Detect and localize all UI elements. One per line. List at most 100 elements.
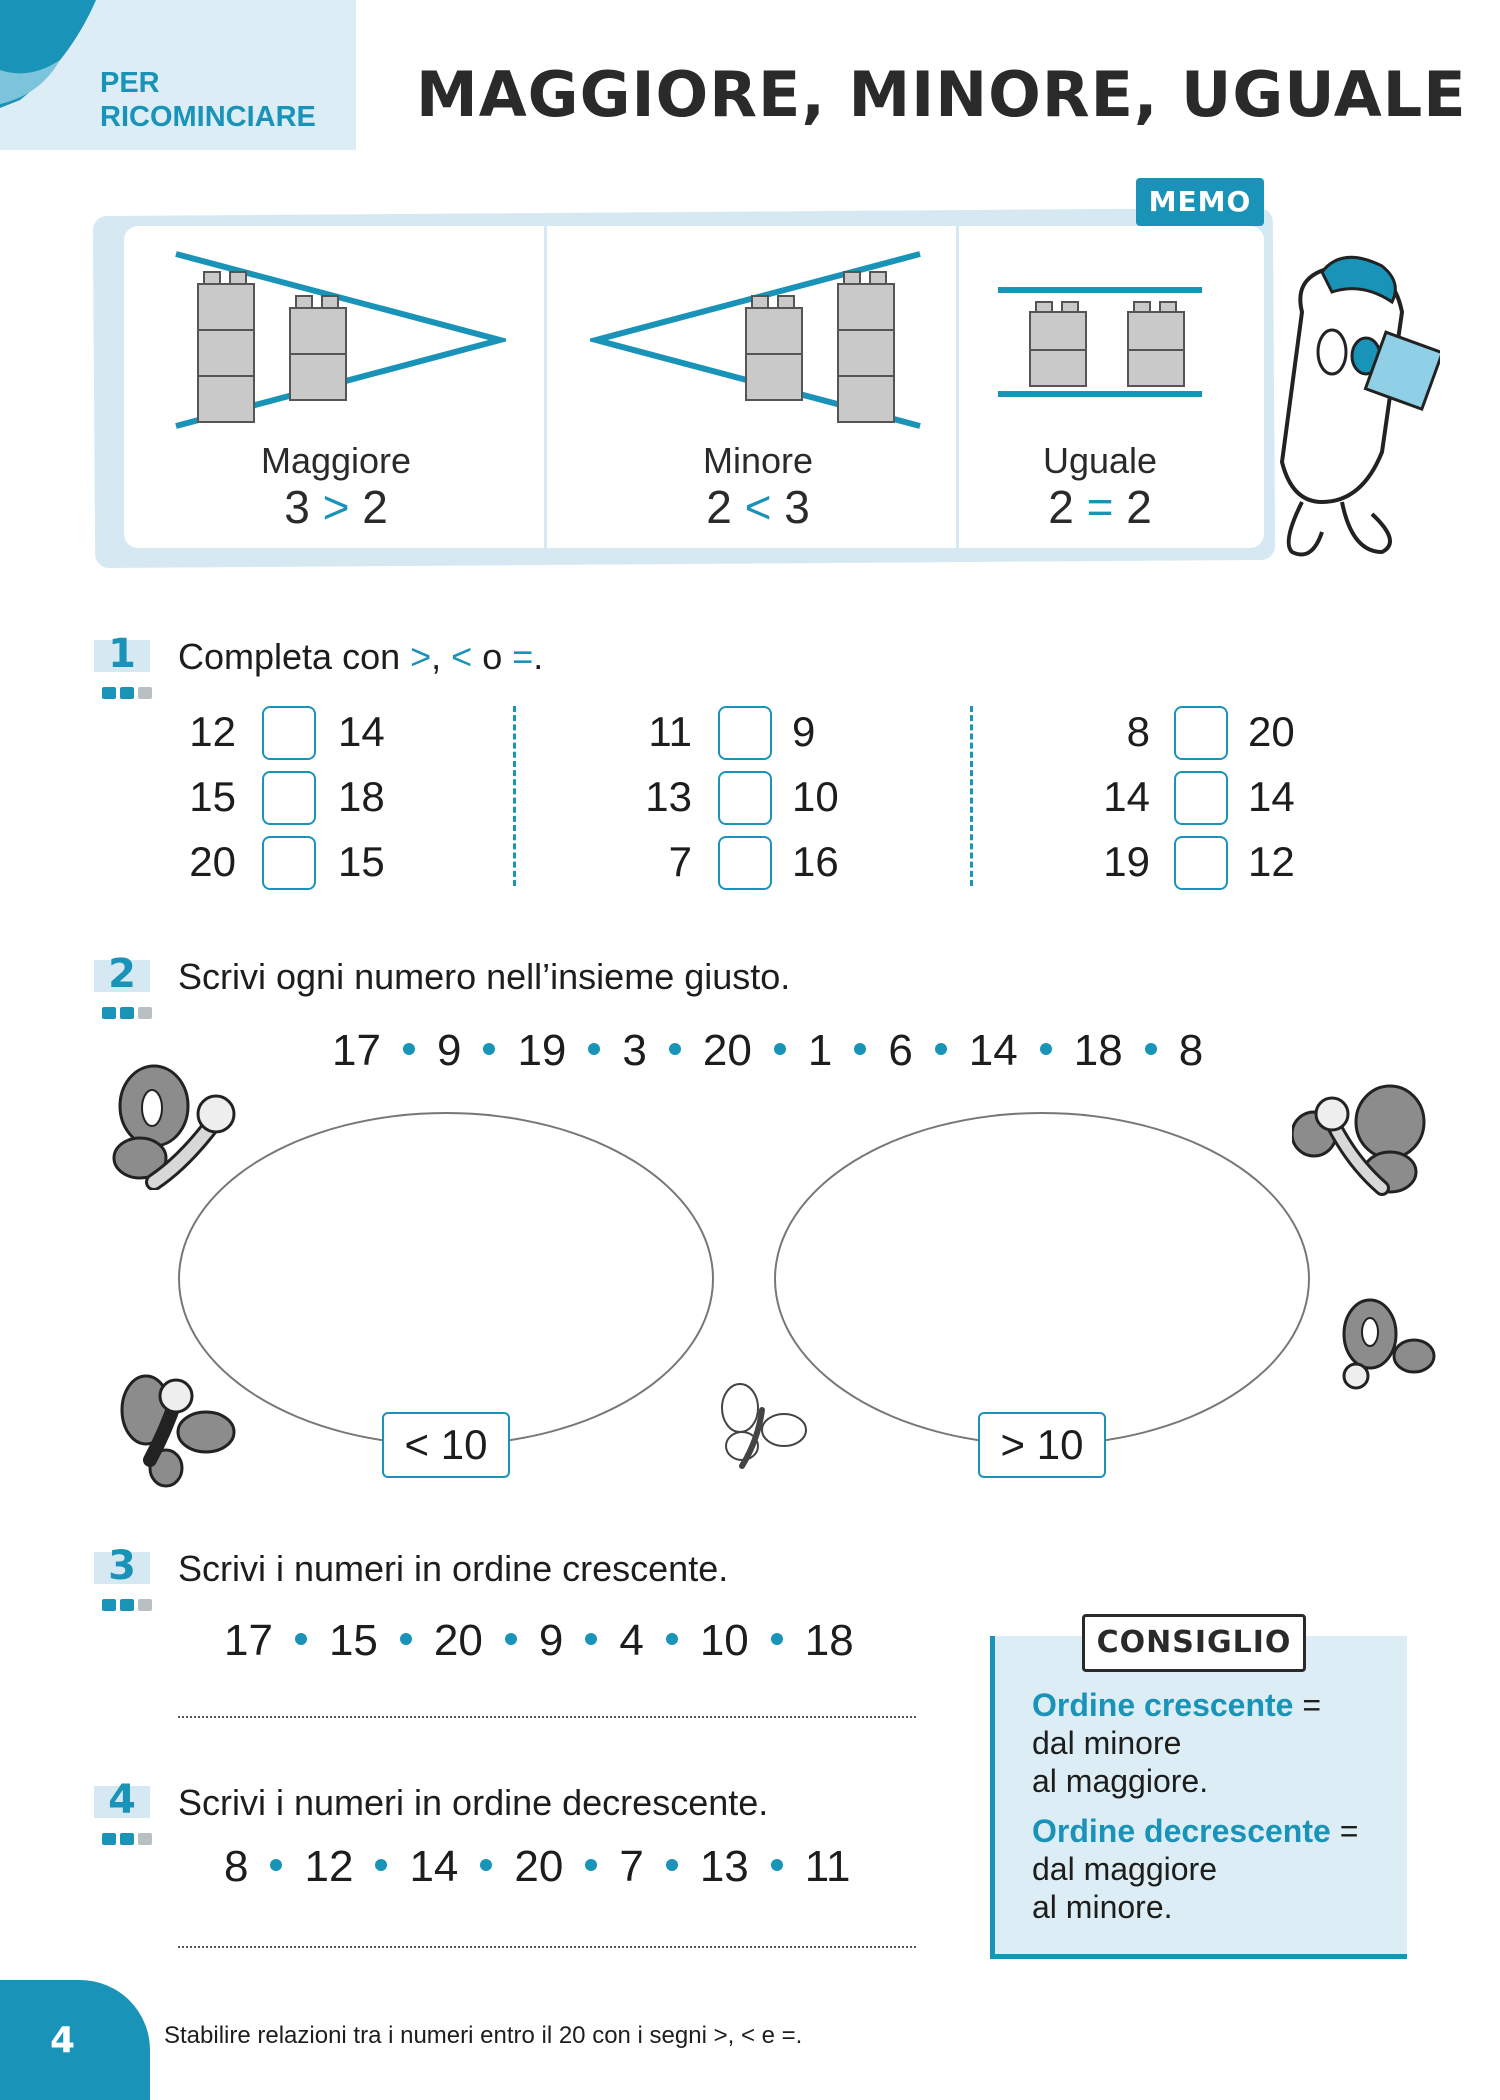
column-divider <box>970 706 973 886</box>
sequence-number: 8 <box>224 1842 249 1891</box>
compare-answer-box[interactable] <box>718 706 772 760</box>
bullet-dot <box>399 1633 412 1646</box>
compare-right-number: 12 <box>1248 838 1295 885</box>
compare-left-number: 15 <box>189 773 236 820</box>
set-label-greater: > 10 <box>978 1412 1106 1478</box>
memo-expression-minore: 2 < 3 <box>608 480 908 534</box>
butterfly-icon <box>1292 1084 1426 1196</box>
bullet-dot <box>375 1859 388 1872</box>
footer-objective: Stabilire relazioni tra i numeri entro i… <box>164 2022 803 2049</box>
exercise-number: 3 <box>94 1546 150 1586</box>
set-greater-than-10[interactable] <box>774 1112 1310 1446</box>
compare-left-number: 8 <box>1126 708 1150 755</box>
greater-sign: > <box>410 636 432 677</box>
sequence-number: 7 <box>619 1842 644 1891</box>
sequence-number: 1 <box>807 1026 833 1075</box>
sequence-number: 17 <box>332 1026 381 1075</box>
less-sign: < <box>451 636 473 677</box>
compare-answer-box[interactable] <box>1174 706 1228 760</box>
sequence-number: 15 <box>328 1616 378 1665</box>
sequence-number: 9 <box>436 1026 462 1075</box>
exercise-instruction: Scrivi i numeri in ordine crescente. <box>178 1548 729 1589</box>
memo-number: 2 <box>1126 481 1152 533</box>
compare-right-number: 16 <box>792 838 839 885</box>
sequence-number: 20 <box>514 1842 564 1891</box>
exercise-number: 2 <box>94 954 150 994</box>
bullet-dot <box>1144 1043 1157 1056</box>
sequence-number: 3 <box>622 1026 647 1075</box>
bullet-dot <box>665 1859 678 1872</box>
sequence-number: 4 <box>619 1616 644 1665</box>
set-less-than-10[interactable] <box>178 1112 714 1446</box>
memo-number: 2 <box>362 481 388 533</box>
exercise-instruction: Completa con >, < o =. <box>178 636 543 678</box>
compare-answer-box[interactable] <box>262 706 316 760</box>
compare-right-number: 14 <box>1248 773 1295 820</box>
compare-answer-box[interactable] <box>718 836 772 890</box>
less-sign: < <box>744 481 772 533</box>
memo-tag: MEMO <box>1136 178 1264 226</box>
compare-right-number: 10 <box>792 773 839 820</box>
memo-number: 2 <box>706 481 732 533</box>
bullet-dot <box>1039 1043 1052 1056</box>
bullet-dot <box>402 1043 415 1056</box>
bullet-dot <box>270 1859 283 1872</box>
instruction-text: . <box>533 636 544 677</box>
equal-sign: = <box>512 636 534 677</box>
set-label-less: < 10 <box>382 1412 510 1478</box>
compare-answer-box[interactable] <box>262 836 316 890</box>
difficulty-indicator <box>102 1596 160 1611</box>
bullet-dot <box>585 1633 598 1646</box>
bullet-dot <box>483 1043 496 1056</box>
bullet-dot <box>585 1859 598 1872</box>
sequence-number: 14 <box>968 1026 1018 1075</box>
memo-number: 3 <box>784 481 810 533</box>
compare-right-number: 14 <box>338 708 385 755</box>
tip-text: dal minore <box>1032 1725 1182 1761</box>
compare-right-number: 20 <box>1248 708 1295 755</box>
compare-right-number: 15 <box>338 838 385 885</box>
page-number: 4 <box>50 2020 76 2061</box>
tip-equals: = <box>1302 1687 1322 1723</box>
bullet-dot <box>665 1633 678 1646</box>
sequence-number: 9 <box>538 1616 564 1665</box>
memo-divider <box>544 226 547 548</box>
bullet-dot <box>588 1043 601 1056</box>
corner-swoosh-icon <box>0 0 96 108</box>
equal-sign: = <box>1086 481 1114 533</box>
memo-number: 3 <box>284 481 310 533</box>
compare-left-number: 11 <box>648 708 692 755</box>
butterfly-icon <box>120 1374 236 1488</box>
difficulty-indicator <box>102 1830 160 1845</box>
sequence-number: 12 <box>304 1842 354 1891</box>
tip-text: al maggiore. <box>1032 1763 1209 1799</box>
tip-box <box>990 1636 1407 1959</box>
bullet-dot <box>770 1633 783 1646</box>
compare-answer-box[interactable] <box>1174 836 1228 890</box>
compare-answer-box[interactable] <box>718 771 772 825</box>
instruction-text: o <box>472 636 513 677</box>
compare-answer-box[interactable] <box>262 771 316 825</box>
bullet-dot <box>480 1859 493 1872</box>
page-number-background <box>0 1980 150 2100</box>
compare-right-number: 18 <box>338 773 385 820</box>
instruction-text: , <box>431 636 452 677</box>
compare-left-number: 12 <box>189 708 236 755</box>
compare-left-number: 14 <box>1103 773 1150 820</box>
exercise-number: 1 <box>94 634 150 674</box>
answer-line[interactable] <box>178 1716 916 1718</box>
sequence-number: 8 <box>1178 1026 1204 1075</box>
compare-answer-box[interactable] <box>1174 771 1228 825</box>
tip-text: al minore. <box>1032 1889 1173 1925</box>
answer-line[interactable] <box>178 1946 916 1948</box>
tip-term: Ordine decrescente <box>1032 1813 1331 1849</box>
page-title: MAGGIORE, MINORE, UGUALE <box>416 58 1467 131</box>
section-tag-line1: PER <box>100 67 160 99</box>
sequence-number: 10 <box>699 1616 749 1665</box>
bullet-dot <box>854 1043 867 1056</box>
sequence-number: 20 <box>702 1026 752 1075</box>
bullet-dot <box>773 1043 786 1056</box>
butterfly-icon <box>1342 1298 1436 1390</box>
butterfly-icon <box>112 1064 236 1190</box>
